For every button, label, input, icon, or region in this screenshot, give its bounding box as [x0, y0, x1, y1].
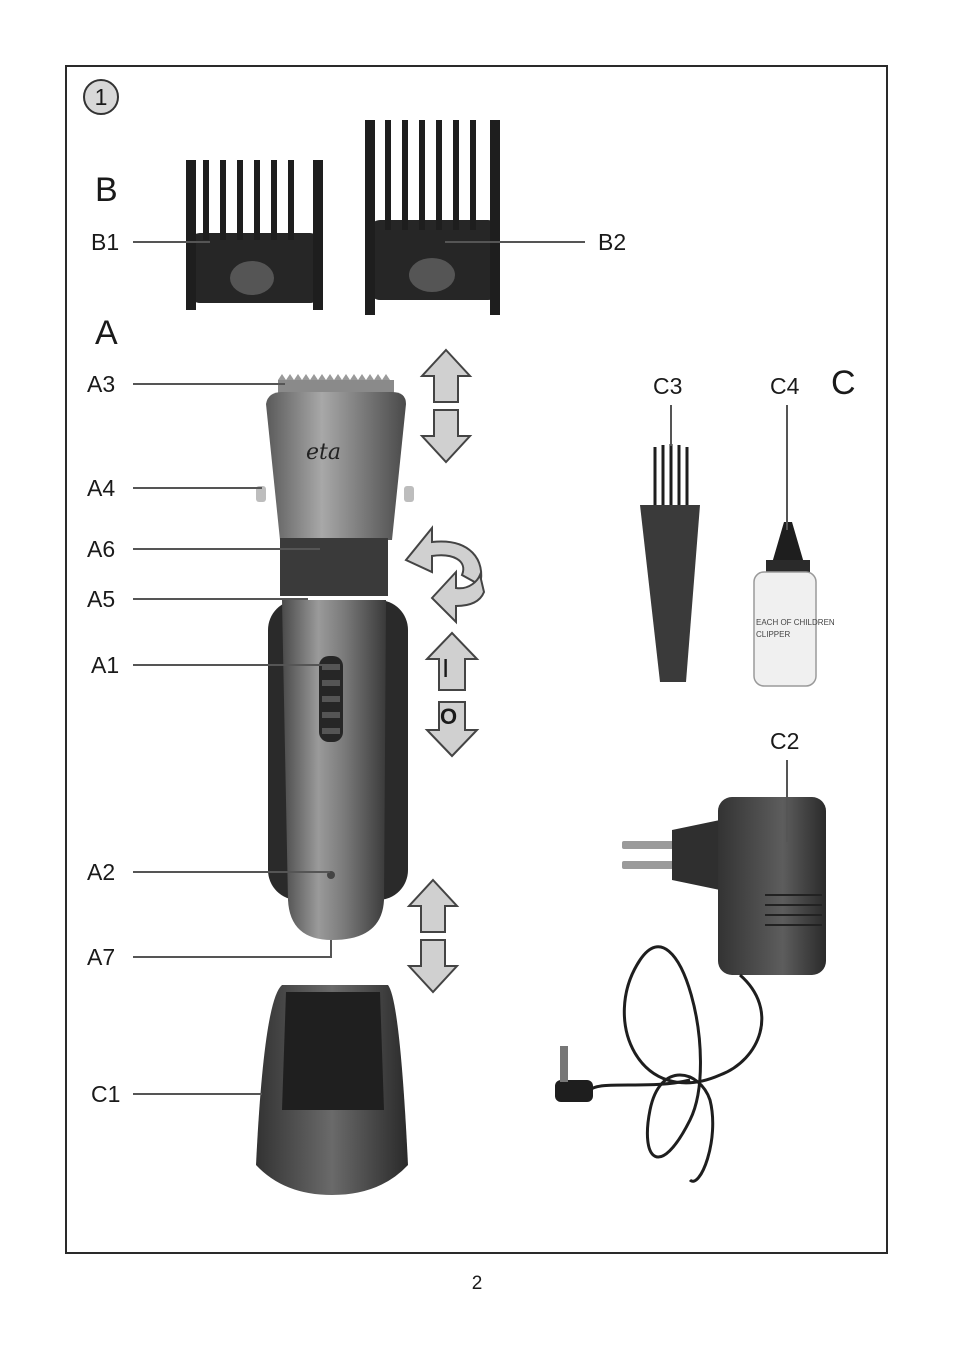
comb-b1	[186, 160, 323, 310]
label-a2: A2	[87, 859, 116, 885]
label-a6: A6	[87, 536, 116, 562]
brand-logo: eta	[306, 440, 341, 465]
oil-bottle	[753, 522, 817, 687]
label-a4: A4	[87, 475, 116, 501]
comb-b2	[365, 120, 500, 315]
figure-number-badge: 1	[83, 79, 119, 115]
label-c3: C3	[653, 373, 683, 399]
rotate-arrows	[404, 525, 486, 625]
bottle-line-2: CLIPPER	[756, 630, 791, 639]
label-a7: A7	[87, 944, 116, 970]
page-number: 2	[471, 1273, 483, 1294]
label-b2: B2	[598, 229, 627, 255]
attach-arrows-bottom	[406, 878, 460, 994]
label-a1: A1	[91, 652, 120, 678]
label-c2: C2	[770, 728, 800, 754]
charging-stand	[256, 985, 408, 1195]
switch-arrows	[424, 631, 480, 758]
leader-lines	[133, 241, 788, 1095]
label-b1: B1	[91, 229, 120, 255]
label-c4: C4	[770, 373, 800, 399]
power-adapter	[555, 797, 826, 1183]
figure-frame	[65, 65, 888, 1254]
switch-off-symbol: O	[440, 704, 458, 729]
group-label-c: C	[831, 364, 856, 402]
cleaning-brush	[640, 444, 700, 682]
label-c1: C1	[91, 1081, 121, 1107]
bottle-line-1: EACH OF CHILDREN	[756, 618, 835, 627]
attach-arrows-top	[419, 348, 473, 464]
label-a5: A5	[87, 586, 116, 612]
hair-clipper	[256, 374, 414, 940]
switch-on-symbol: I	[442, 653, 450, 683]
bottle-text: EACH OF CHILDREN CLIPPER	[756, 617, 835, 641]
group-label-a: A	[95, 314, 118, 352]
group-label-b: B	[95, 171, 118, 209]
label-a3: A3	[87, 371, 116, 397]
